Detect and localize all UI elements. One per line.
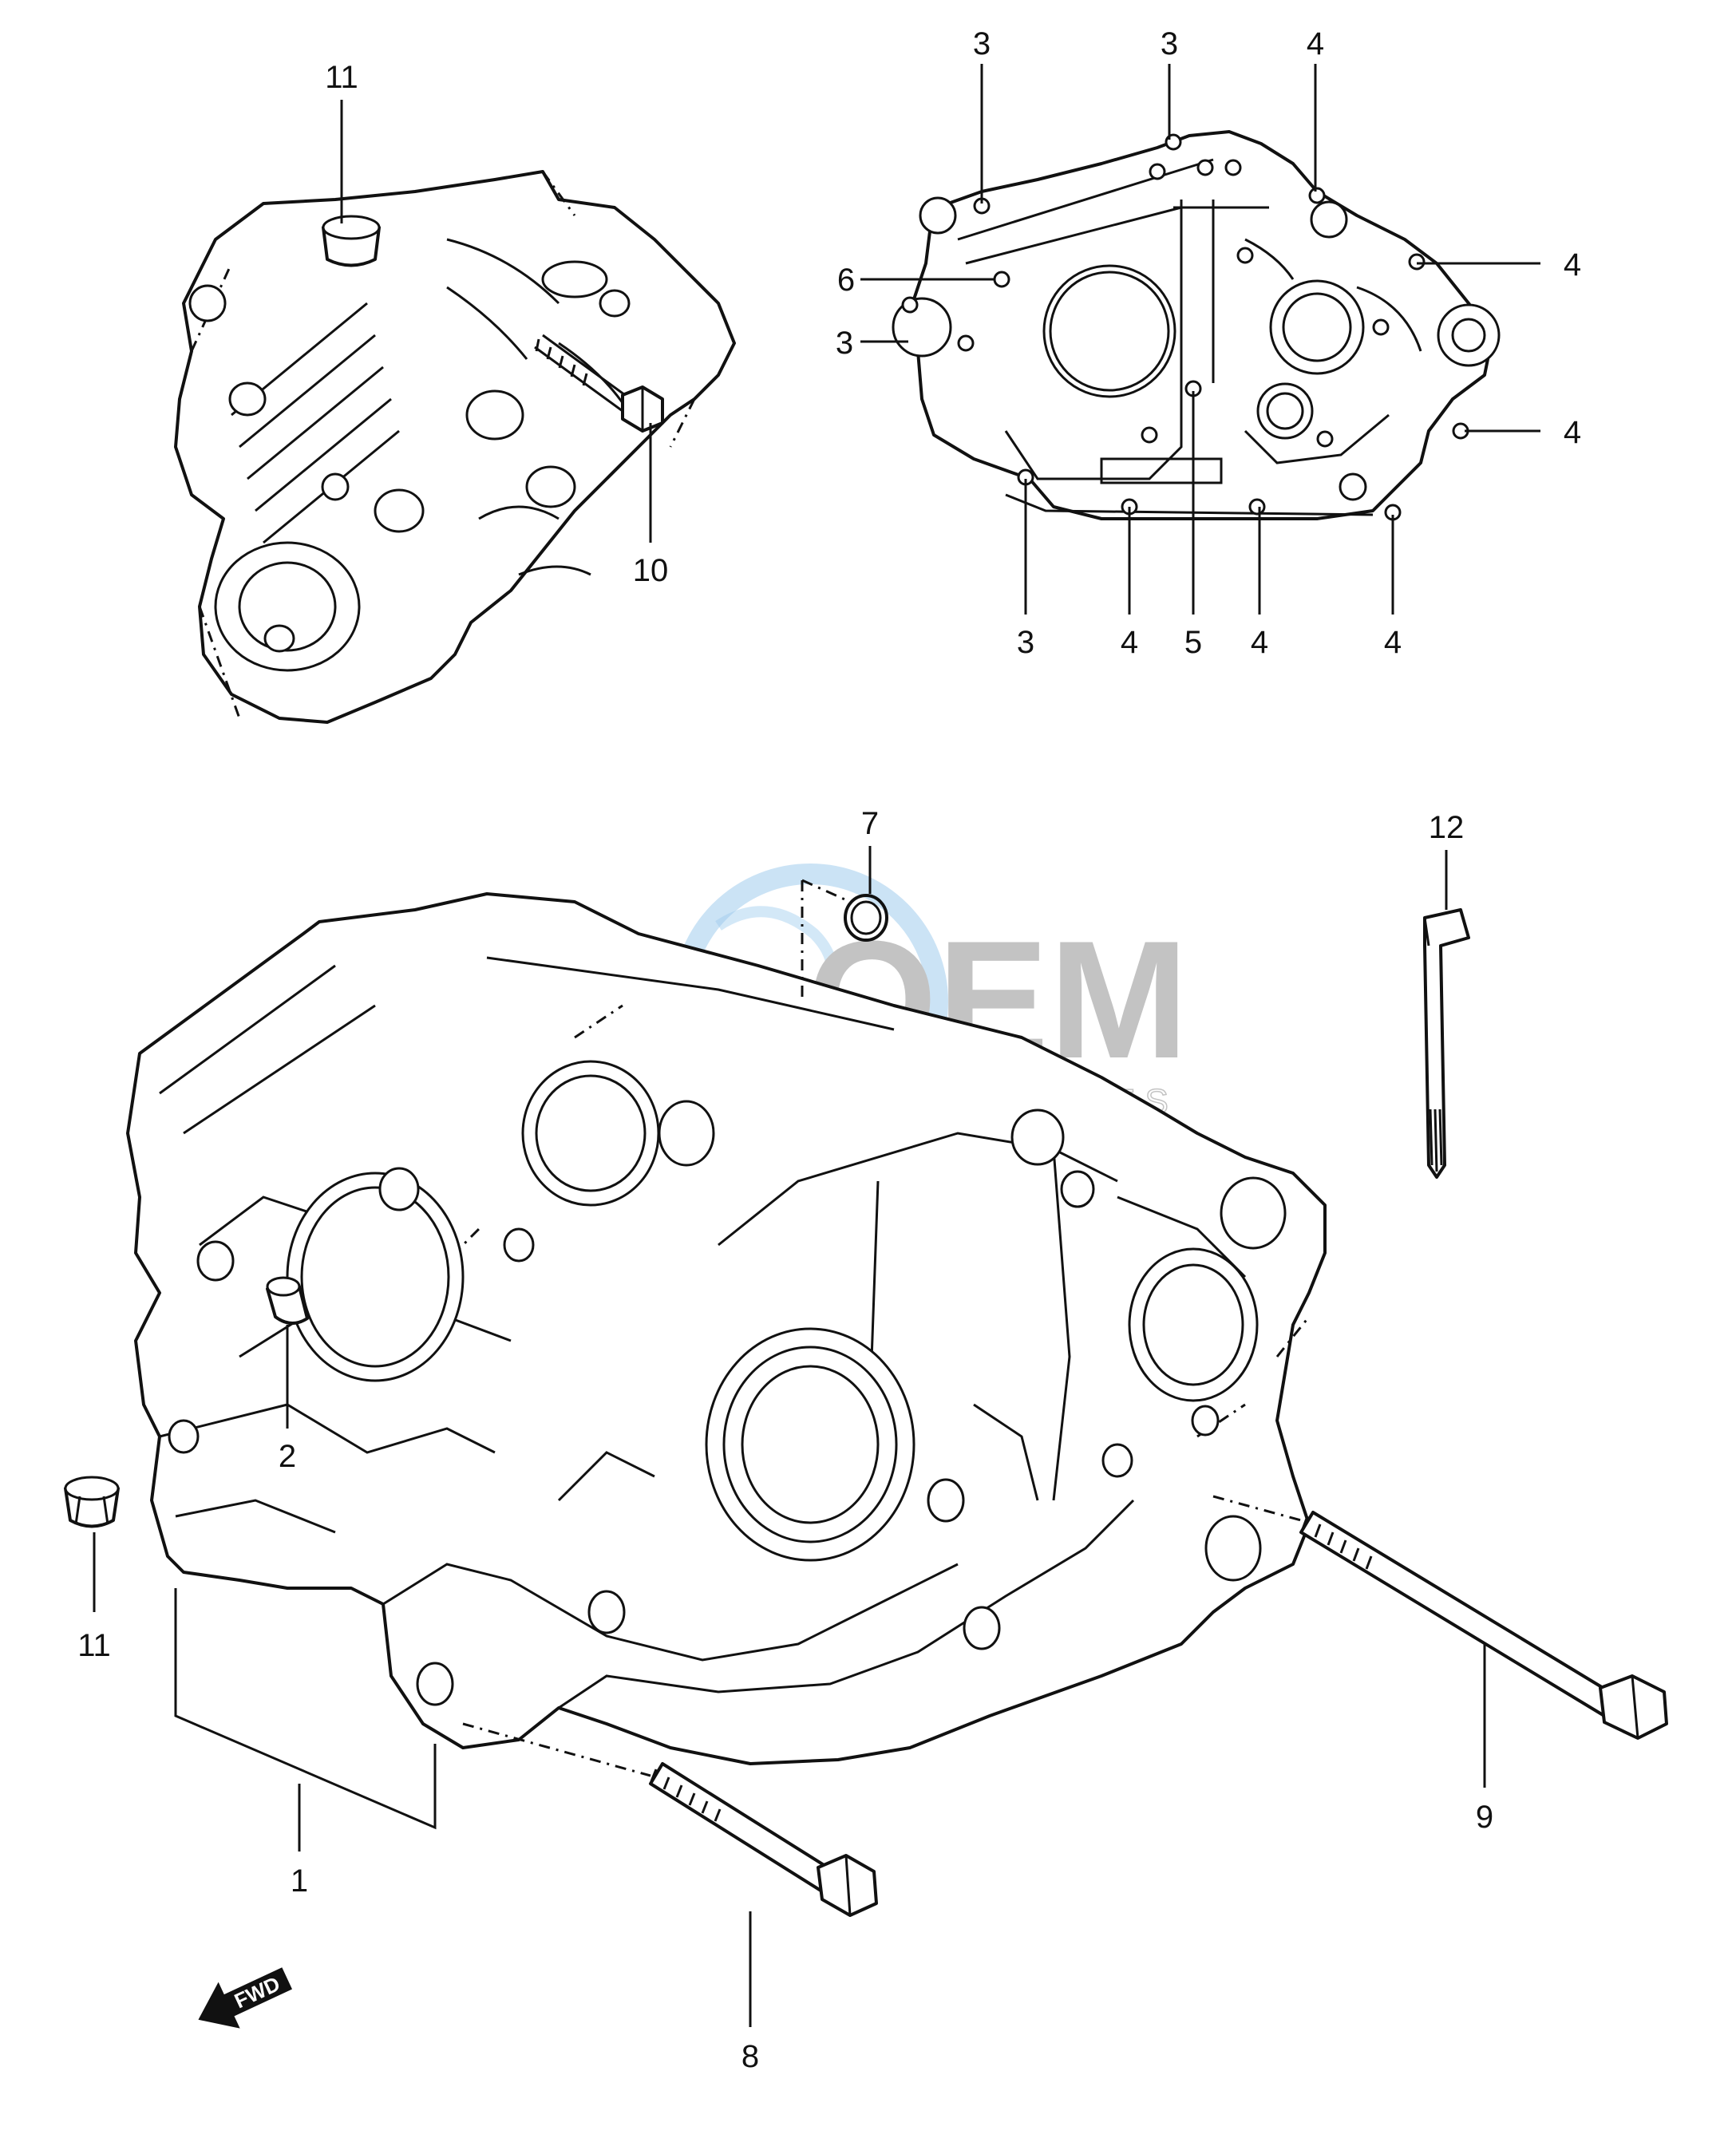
callout-4-top: 4 [1307,26,1324,61]
callout-7: 7 [861,806,879,841]
callout-10: 10 [633,553,669,588]
callout-6: 6 [837,263,855,298]
callout-8: 8 [741,2039,759,2074]
callout-4-right-lower: 4 [1564,415,1581,450]
bolt-10 [534,334,664,433]
callout-3-top-center: 3 [1161,26,1178,61]
bolt-holes [901,133,1469,521]
callout-2: 2 [279,1439,296,1474]
callout-11-top: 11 [325,60,358,95]
bolt-8 [462,1722,878,1917]
callout-12: 12 [1429,810,1465,845]
callout-9: 9 [1476,1800,1493,1835]
callout-4-bottom-a: 4 [1121,625,1138,660]
callout-11-bottom: 11 [77,1628,111,1663]
callout-3-top-left: 3 [973,26,991,61]
callout-4-bottom-b: 4 [1251,625,1268,660]
bolt-9 [1212,1495,1668,1740]
callout-3-left: 3 [836,326,853,361]
crankcase-top-right-view [892,130,1501,521]
callout-3-bottom: 3 [1017,625,1034,660]
callout-1: 1 [291,1863,308,1899]
dowel-pin-bottom-left [64,1476,120,1528]
dowel-pin-top [322,215,381,267]
callout-5: 5 [1184,625,1202,660]
o-ring-7 [844,894,888,942]
fwd-label: FWD [231,1971,283,2013]
dowel-pin-2 [266,1276,309,1325]
leader-lines [93,64,1540,2027]
crankcase-main-assembly [126,879,1327,1765]
callout-4-right-upper: 4 [1564,247,1581,283]
callout-labels: 11 10 3 3 4 4 6 3 4 3 4 5 4 4 7 12 2 11 … [77,26,1581,2074]
crankcase-top-left-view [174,170,736,724]
callout-4-bottom-c: 4 [1384,625,1402,660]
clamp-12 [1423,908,1470,1179]
fwd-arrow-icon: FWD [198,1967,293,2029]
